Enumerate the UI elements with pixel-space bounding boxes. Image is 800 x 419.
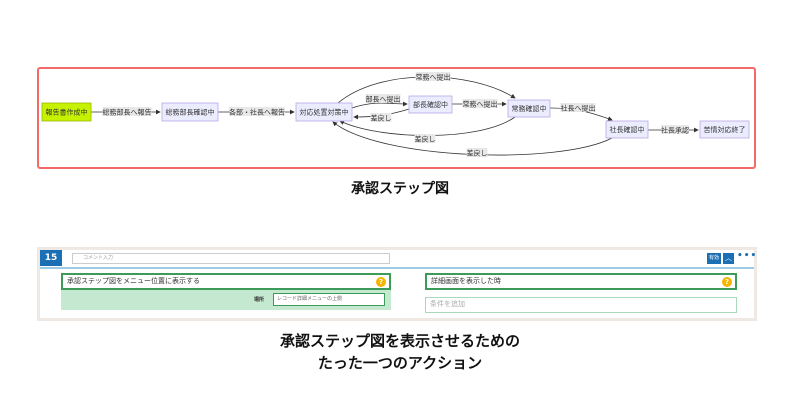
node-n1: 報告書作成中 (41, 102, 92, 122)
action-number: 15 (40, 250, 62, 266)
header-divider (40, 267, 754, 269)
edge-label-text: 総務部長へ報告 (103, 108, 152, 117)
action-panel: 15 コメント入力 有効 ︿ ••• 承認ステップ図をメニュー位置に表示する ?… (37, 247, 757, 321)
edge-label-e2: 各部・社長へ報告 (229, 107, 285, 117)
chevron-up-icon: ︿ (725, 254, 732, 262)
edge-e8 (339, 116, 516, 136)
node-n3: 対応処置対策中 (295, 102, 353, 122)
edge-label-text: 常務へ提出 (463, 100, 498, 109)
edge-label-e7: 社長へ提出 (560, 103, 596, 113)
add-condition-input[interactable]: 条件を追加 (425, 297, 737, 313)
node-label: 苦情対応終了 (704, 125, 746, 134)
edge-label-e8: 差戻し (414, 134, 436, 144)
enabled-toggle[interactable]: 有効 (707, 253, 721, 264)
edge-e4 (351, 101, 408, 109)
edge-label-text: 社長承認 (661, 126, 689, 135)
node-n5: 常務確認中 (507, 99, 551, 118)
location-label: 場所 (254, 297, 265, 303)
more-menu-button[interactable]: ••• (737, 251, 758, 261)
node-label: 対応処置対策中 (300, 108, 349, 117)
edge-label-e9: 差戻し (466, 148, 488, 158)
node-n2: 総務部長確認中 (161, 102, 219, 122)
caption-line2: たった一つのアクション (317, 354, 483, 372)
edge-label-e5: 差戻し (370, 113, 392, 123)
approval-step-diagram: 総務部長へ報告各部・社長へ報告常務へ提出部長へ提出差戻し常務へ提出社長へ提出差戻… (41, 72, 750, 158)
node-label: 社長確認中 (610, 125, 645, 134)
edge-label-e3: 常務へ提出 (415, 72, 451, 82)
node-n7: 苦情対応終了 (699, 120, 750, 139)
collapse-button[interactable]: ︿ (723, 253, 734, 264)
edge-label-text: 各部・社長へ報告 (229, 108, 285, 117)
help-icon[interactable]: ? (722, 277, 732, 287)
node-n6: 社長確認中 (605, 120, 649, 139)
comment-input[interactable]: コメント入力 (72, 253, 390, 264)
condition-title: 詳細画面を表示した時 (431, 277, 501, 285)
edge-label-e10: 社長承認 (661, 125, 689, 135)
action-type-select[interactable]: 承認ステップ図をメニュー位置に表示する ? (61, 273, 391, 290)
node-label: 部長確認中 (413, 100, 448, 109)
node-n4: 部長確認中 (408, 95, 453, 114)
action-settings: 場所 レコード詳細メニューの上側 (61, 290, 391, 310)
edge-label-text: 差戻し (467, 149, 488, 158)
edge-label-e1: 総務部長へ報告 (102, 107, 152, 117)
node-label: 報告書作成中 (46, 108, 88, 117)
edge-label-e4: 部長へ提出 (365, 94, 401, 104)
edge-label-text: 差戻し (415, 135, 436, 144)
diagram-frame (37, 67, 756, 169)
action-title: 承認ステップ図をメニュー位置に表示する (67, 277, 200, 285)
edge-label-text: 部長へ提出 (366, 95, 401, 104)
edge-label-text: 常務へ提出 (416, 73, 451, 82)
node-label: 総務部長確認中 (166, 108, 215, 117)
node-label: 常務確認中 (512, 104, 547, 113)
edge-label-e6: 常務へ提出 (462, 99, 498, 109)
condition-select[interactable]: 詳細画面を表示した時 ? (425, 273, 737, 290)
help-icon[interactable]: ? (376, 277, 386, 287)
edge-label-text: 社長へ提出 (561, 104, 596, 113)
location-select[interactable]: レコード詳細メニューの上側 (273, 293, 385, 306)
edge-label-text: 差戻し (371, 114, 392, 123)
diagram-caption: 承認ステップ図 (351, 181, 449, 197)
caption-line1: 承認ステップ図を表示させるための (279, 332, 520, 350)
